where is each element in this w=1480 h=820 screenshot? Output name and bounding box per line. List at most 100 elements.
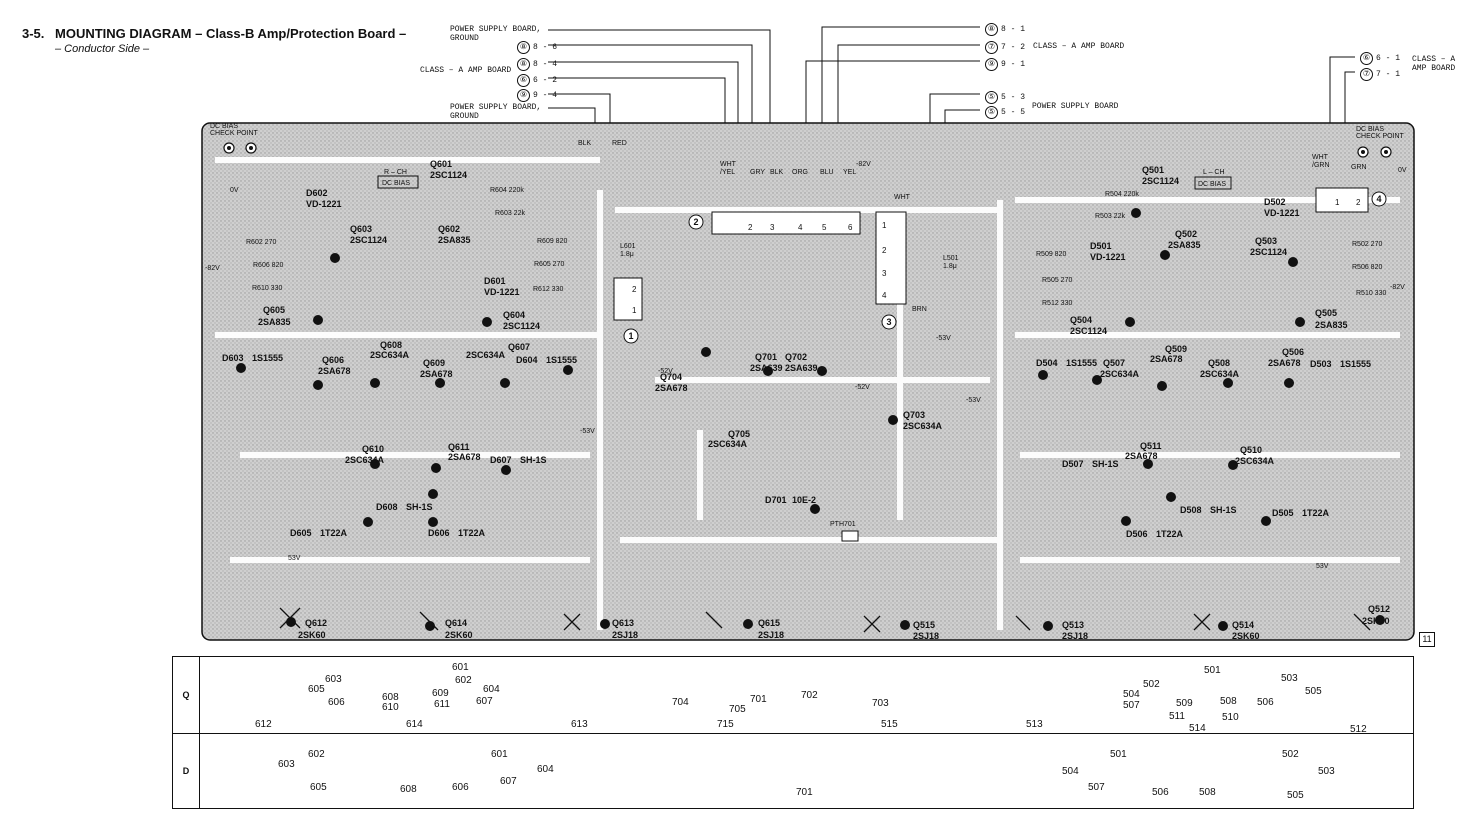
svg-text:BLK: BLK: [578, 140, 592, 147]
loc-entry: 612: [255, 719, 272, 730]
svg-text:2SC1124: 2SC1124: [1250, 247, 1287, 257]
svg-text:Q514: Q514: [1232, 620, 1254, 630]
loc-entry: 607: [476, 696, 493, 707]
loc-entry: 608: [382, 692, 399, 703]
svg-text:3: 3: [882, 269, 887, 278]
svg-text:Q512: Q512: [1368, 604, 1390, 614]
svg-text:L501: L501: [943, 255, 959, 262]
svg-text:4: 4: [1376, 194, 1381, 204]
svg-text:2SJ18: 2SJ18: [758, 630, 784, 640]
svg-text:Q507: Q507: [1103, 358, 1125, 368]
svg-text:2SA639: 2SA639: [750, 363, 783, 373]
svg-text:PTH701: PTH701: [830, 521, 856, 528]
page-subtitle: – Conductor Side –: [55, 43, 150, 55]
svg-text:2SC634A: 2SC634A: [1235, 456, 1275, 466]
loc-entry: 502: [1282, 749, 1299, 760]
loc-entry: 606: [328, 697, 345, 708]
svg-text:2SA835: 2SA835: [258, 317, 291, 327]
svg-text:2SA835: 2SA835: [1315, 320, 1348, 330]
svg-text:R506 820: R506 820: [1352, 264, 1382, 271]
svg-text:/YEL: /YEL: [720, 169, 735, 176]
svg-text:L – CH: L – CH: [1203, 169, 1225, 176]
row-q-locations: 603 605 606 612 601 602 608 610 609 611 …: [199, 656, 1414, 735]
loc-entry: 503: [1318, 766, 1335, 777]
svg-text:DC BIAS: DC BIAS: [1356, 126, 1384, 133]
svg-text:D604: D604: [516, 355, 538, 365]
conn-label-class-a-right: CLASS – A AMP BOARD: [1412, 55, 1456, 73]
svg-text:WHT: WHT: [894, 194, 911, 201]
svg-text:Q515: Q515: [913, 620, 935, 630]
svg-text:2SA678: 2SA678: [1125, 451, 1158, 461]
svg-text:1T22A: 1T22A: [458, 528, 486, 538]
svg-text:2SK60: 2SK60: [1232, 631, 1260, 641]
svg-text:DC BIAS: DC BIAS: [382, 180, 410, 187]
svg-text:2SC1124: 2SC1124: [503, 321, 540, 331]
svg-text:GRY: GRY: [750, 169, 765, 176]
svg-text:Q513: Q513: [1062, 620, 1084, 630]
svg-text:2SC634A: 2SC634A: [370, 350, 410, 360]
svg-text:2SC634A: 2SC634A: [1200, 369, 1240, 379]
svg-text:SH-1S: SH-1S: [520, 455, 547, 465]
svg-text:Q510: Q510: [1240, 445, 1262, 455]
svg-text:Q503: Q503: [1255, 236, 1277, 246]
svg-text:D606: D606: [428, 528, 450, 538]
loc-entry: 704: [672, 697, 689, 708]
svg-text:R610 330: R610 330: [252, 285, 282, 292]
svg-text:L601: L601: [620, 243, 636, 250]
svg-text:SH-1S: SH-1S: [406, 502, 433, 512]
svg-text:-52V: -52V: [855, 384, 870, 391]
svg-text:D701: D701: [765, 495, 787, 505]
svg-text:R – CH: R – CH: [384, 169, 407, 176]
svg-text:2SA835: 2SA835: [438, 235, 471, 245]
svg-text:2: 2: [748, 223, 753, 232]
loc-entry: 511: [1169, 711, 1185, 722]
svg-text:DC BIAS: DC BIAS: [210, 123, 238, 130]
row-label-d: D: [172, 733, 200, 809]
svg-text:1.8μ: 1.8μ: [943, 263, 957, 270]
svg-text:Q604: Q604: [503, 310, 525, 320]
loc-entry: 503: [1281, 673, 1298, 684]
loc-entry: 512: [1350, 724, 1367, 735]
loc-entry: 604: [483, 684, 500, 695]
svg-text:R605 270: R605 270: [534, 261, 564, 268]
svg-text:D502: D502: [1264, 197, 1286, 207]
loc-entry: 609: [432, 688, 449, 699]
svg-text:R603 22k: R603 22k: [495, 210, 525, 217]
svg-text:1: 1: [1335, 198, 1340, 207]
svg-text:2SC634A: 2SC634A: [466, 350, 506, 360]
svg-text:VD-1221: VD-1221: [484, 287, 520, 297]
svg-text:YEL: YEL: [843, 169, 856, 176]
svg-text:1S1555: 1S1555: [1340, 359, 1371, 369]
loc-entry: 514: [1189, 723, 1206, 734]
loc-entry: 606: [452, 782, 469, 793]
svg-text:Q508: Q508: [1208, 358, 1230, 368]
svg-text:D505: D505: [1272, 508, 1294, 518]
svg-text:Q606: Q606: [322, 355, 344, 365]
loc-entry: 611: [434, 699, 450, 710]
svg-text:2SJ18: 2SJ18: [913, 631, 939, 641]
svg-text:4: 4: [882, 291, 887, 300]
loc-entry: 610: [382, 702, 399, 713]
loc-entry: 602: [455, 675, 472, 686]
svg-text:2SC1124: 2SC1124: [1142, 176, 1179, 186]
svg-text:-53V: -53V: [580, 428, 595, 435]
svg-text:Q613: Q613: [612, 618, 634, 628]
svg-text:2SA678: 2SA678: [420, 369, 453, 379]
svg-text:1T22A: 1T22A: [1302, 508, 1330, 518]
svg-text:Q701: Q701: [755, 352, 777, 362]
svg-text:0V: 0V: [1398, 167, 1407, 174]
loc-entry: 703: [872, 698, 889, 709]
svg-text:D608: D608: [376, 502, 398, 512]
svg-text:Q702: Q702: [785, 352, 807, 362]
location-index-table: Q 603 605 606 612 601 602 608 610 609 61…: [172, 656, 1414, 809]
svg-text:D503: D503: [1310, 359, 1332, 369]
svg-text:2SK60: 2SK60: [298, 630, 326, 640]
page-marker: 11: [1419, 632, 1435, 647]
svg-text:CHECK POINT: CHECK POINT: [1356, 133, 1405, 140]
